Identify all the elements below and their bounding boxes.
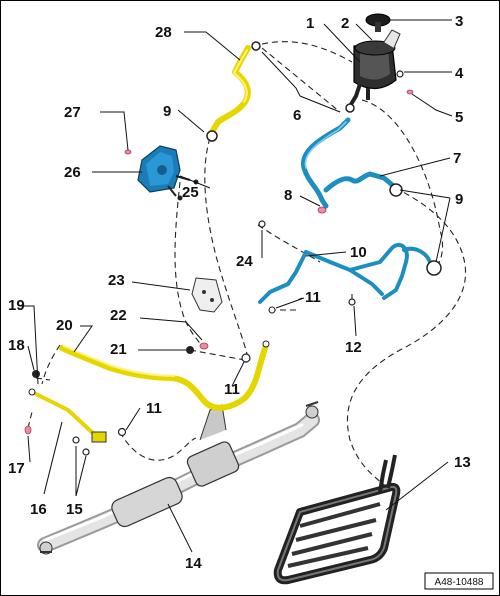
- callout-5: 5: [455, 109, 463, 126]
- callout-24: 24: [236, 253, 253, 270]
- callout-10: 10: [350, 244, 367, 261]
- callout-17: 17: [8, 460, 25, 477]
- callout-14: 14: [185, 555, 202, 572]
- callout-27: 27: [64, 104, 81, 121]
- fluid-reservoir: [345, 29, 401, 113]
- callout-18: 18: [8, 337, 25, 354]
- callout-11-rack: 11: [146, 400, 162, 417]
- pressure-hose-upper: [206, 41, 261, 142]
- callout-19: 19: [8, 297, 25, 314]
- bracket: [191, 277, 223, 313]
- callout-2: 2: [341, 15, 349, 32]
- callout-8: 8: [284, 187, 292, 204]
- callout-28: 28: [155, 24, 172, 41]
- callout-16: 16: [30, 501, 47, 518]
- callout-9-cooler: 9: [455, 191, 463, 208]
- callout-1: 1: [306, 15, 314, 32]
- callout-11-pressure: 11: [224, 381, 240, 398]
- callout-9-pump: 9: [163, 103, 171, 120]
- reference-code-box: A48-10488: [424, 572, 494, 590]
- callout-3: 3: [455, 13, 463, 30]
- reference-code: A48-10488: [435, 577, 484, 588]
- return-hose-7: [301, 117, 403, 209]
- callout-11-return: 11: [305, 289, 321, 306]
- steering-rack: [37, 401, 320, 555]
- callout-22: 22: [110, 307, 127, 324]
- callout-25: 25: [182, 184, 199, 201]
- callout-21: 21: [110, 341, 127, 358]
- seals: [24, 89, 414, 435]
- callout-26: 26: [64, 164, 81, 181]
- callout-labels: 1 2 3 4 5 6 7 8 9 9 10 11 11 11 12 13 14…: [8, 13, 471, 572]
- callout-13: 13: [454, 454, 471, 471]
- callout-12: 12: [345, 339, 362, 356]
- callout-20: 20: [56, 317, 73, 334]
- callout-7: 7: [453, 150, 461, 167]
- bolts: [32, 70, 404, 456]
- pressure-line-small: [28, 388, 107, 443]
- leader-lines: [20, 19, 453, 553]
- callout-15: 15: [66, 501, 83, 518]
- return-line-10: [258, 242, 442, 314]
- callout-4: 4: [455, 65, 464, 82]
- pressure-hose-lower: [59, 340, 270, 411]
- callout-23: 23: [108, 272, 125, 289]
- steering-pump: [137, 145, 199, 201]
- oil-cooler: [273, 454, 401, 585]
- routing-dashes: [27, 41, 467, 491]
- callout-6: 6: [293, 107, 301, 124]
